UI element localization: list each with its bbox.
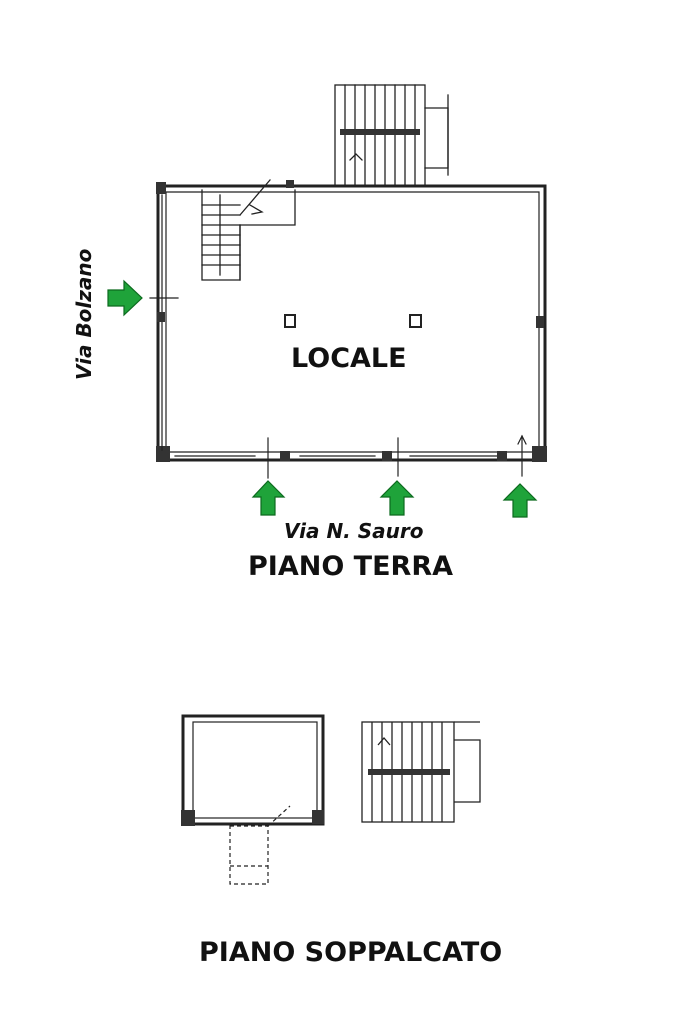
west-wall-opening (149, 194, 179, 451)
interior-column (284, 314, 296, 328)
street-label-south: Via N. Sauro (284, 519, 424, 543)
south-wall-openings (174, 434, 527, 479)
arrow-up-icon (379, 480, 415, 516)
arrow-up-icon (251, 480, 286, 516)
room-label: LOCALE (291, 343, 407, 374)
corner-pillar (156, 446, 170, 462)
arrow-up-icon (502, 483, 538, 518)
street-label-west: Via Bolzano (72, 248, 96, 380)
east-column (536, 316, 544, 328)
external-staircase (334, 84, 449, 187)
mezzanine-outer-wall (181, 714, 325, 826)
mezzanine-title: PIANO SOPPALCATO (199, 937, 503, 968)
ground-floor-outer-wall (156, 184, 547, 462)
ground-floor-title: PIANO TERRA (248, 551, 454, 582)
mezzanine-inner-wall (192, 721, 318, 819)
mezzanine-staircase (361, 721, 481, 823)
corner-pillar (156, 182, 166, 194)
ground-floor-inner-wall (165, 191, 540, 453)
entrance-arrows (107, 279, 538, 518)
internal-staircase (201, 179, 296, 281)
interior-column (409, 314, 422, 328)
corner-pillar (532, 446, 547, 462)
mezzanine-plan (181, 714, 481, 885)
arrow-right-icon (107, 279, 143, 317)
mezzanine-dashed-step (229, 805, 291, 885)
ground-floor-plan (149, 84, 547, 479)
